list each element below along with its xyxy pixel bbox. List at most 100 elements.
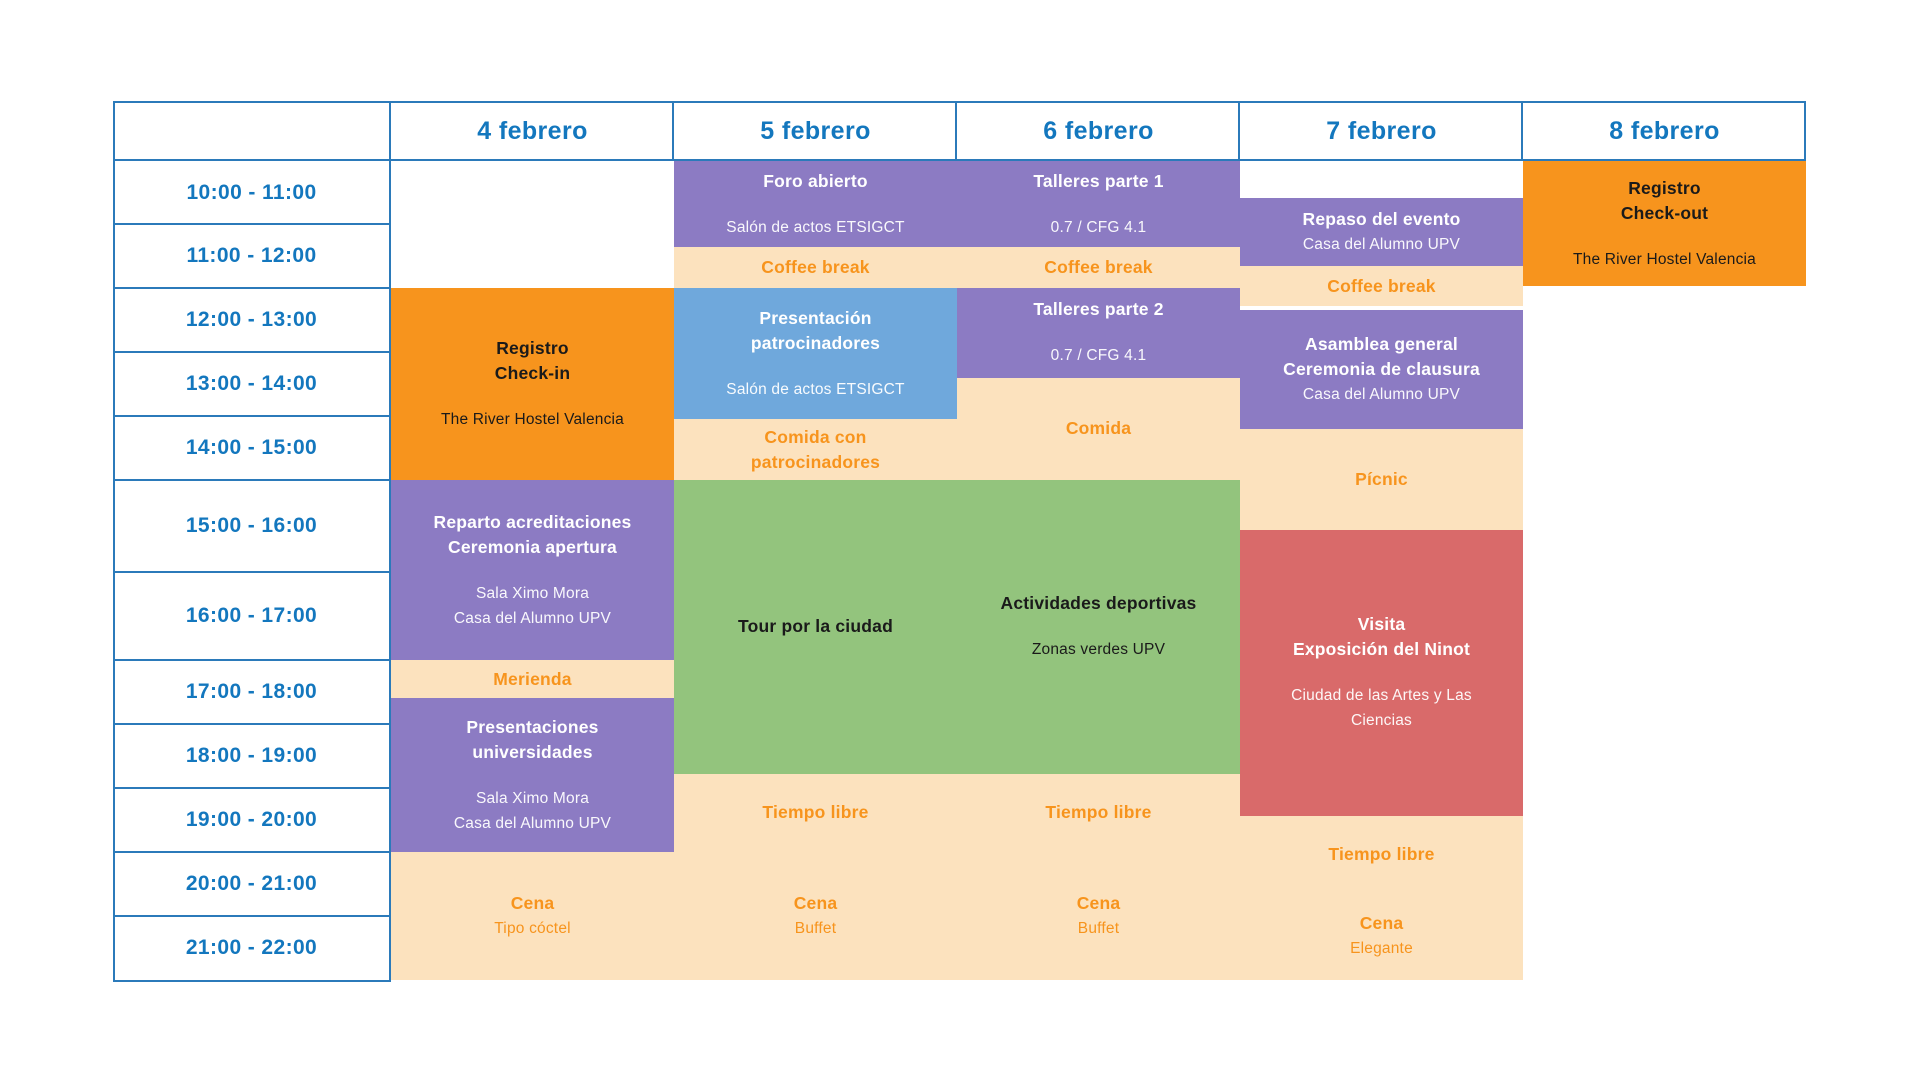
- event-title-line: Asamblea general: [1305, 333, 1458, 354]
- time-slot-10: 20:00 - 21:00: [185, 872, 318, 895]
- event-title-line: Tour por la ciudad: [738, 616, 893, 637]
- grid-line: [1238, 101, 1240, 161]
- grid-line: [113, 659, 391, 661]
- event-subtitle-line: Sala Ximo Mora: [475, 584, 590, 602]
- event-title-line: Reparto acreditaciones: [433, 511, 632, 532]
- event-title-line: Presentación: [759, 307, 872, 328]
- grid-line: [113, 723, 391, 725]
- day-header-5-febrero: 5 febrero: [760, 116, 871, 145]
- event-title-line: Cena: [1076, 893, 1121, 913]
- grid-line: [955, 101, 957, 161]
- event-coffee-break-5-feb[interactable]: Coffee break: [674, 247, 957, 288]
- event-subtitle-line: The River Hostel Valencia: [1572, 250, 1757, 268]
- grid-line: [113, 915, 391, 917]
- event-title-line: patrocinadores: [750, 451, 881, 472]
- event-subtitle-line: Ciudad de las Artes y Las: [1291, 687, 1472, 705]
- day-header-7-febrero: 7 febrero: [1326, 116, 1437, 145]
- event-subtitle-line: Buffet: [794, 920, 837, 937]
- event-title-line: Comida: [1065, 418, 1132, 439]
- event-title-line: Comida con: [764, 426, 867, 447]
- event-subtitle-line: Salón de actos ETSIGCT: [726, 218, 905, 236]
- event-title-line: Ceremonia apertura: [448, 536, 617, 557]
- event-talleres-parte-2[interactable]: Talleres parte 2 0.7 / CFG 4.1: [957, 288, 1240, 378]
- grid-line: [113, 287, 391, 289]
- event-subtitle-line: Buffet: [1077, 920, 1120, 937]
- event-title-line: Cena: [793, 893, 838, 913]
- time-slot-6: 16:00 - 17:00: [185, 604, 318, 627]
- event-title-line: Tiempo libre: [1045, 802, 1152, 823]
- event-subtitle-line: Casa del Alumno UPV: [453, 814, 612, 832]
- event-tour-por-la-ciudad[interactable]: Tour por la ciudad: [674, 480, 957, 774]
- event-picnic[interactable]: Pícnic: [1240, 428, 1523, 530]
- event-title-line: Talleres parte 2: [1033, 299, 1164, 320]
- event-subtitle-line: Zonas verdes UPV: [1031, 641, 1166, 659]
- time-slot-3: 13:00 - 14:00: [185, 372, 318, 395]
- event-title-line: Merienda: [493, 668, 572, 689]
- event-title-line: Talleres parte 1: [1033, 170, 1164, 191]
- grid-line: [113, 787, 391, 789]
- event-title-line: Repaso del evento: [1302, 208, 1461, 229]
- event-title-line: universidades: [472, 741, 593, 762]
- header-cell-empty: [113, 101, 390, 161]
- event-title-line: Foro abierto: [763, 170, 868, 191]
- event-title-line: Pícnic: [1355, 468, 1408, 489]
- event-subtitle-line: Salón de actos ETSIGCT: [726, 380, 905, 398]
- event-title-line: Check-in: [494, 363, 571, 383]
- grid-line: [113, 159, 1806, 161]
- time-slot-4: 14:00 - 15:00: [185, 436, 318, 459]
- event-title-line: Coffee break: [1044, 257, 1153, 277]
- event-subtitle-line: Casa del Alumno UPV: [453, 609, 612, 627]
- grid-line: [113, 851, 391, 853]
- time-slot-5: 15:00 - 16:00: [185, 514, 318, 537]
- grid-line: [113, 980, 391, 982]
- time-slot-2: 12:00 - 13:00: [185, 308, 318, 331]
- event-merienda[interactable]: Merienda: [391, 660, 674, 699]
- time-slot-1: 11:00 - 12:00: [186, 244, 317, 267]
- grid-line: [113, 101, 115, 982]
- grid-line: [672, 101, 674, 161]
- event-subtitle-line: Casa del Alumno UPV: [1302, 385, 1461, 403]
- event-tiempo-libre-6-feb[interactable]: Tiempo libre: [957, 773, 1240, 852]
- event-coffee-break-6-feb[interactable]: Coffee break: [957, 247, 1240, 288]
- time-slot-0: 10:00 - 11:00: [186, 180, 317, 204]
- event-comida[interactable]: Comida: [957, 377, 1240, 480]
- event-title-line: patrocinadores: [750, 332, 881, 353]
- event-subtitle-line: 0.7 / CFG 4.1: [1050, 347, 1147, 365]
- event-title-line: Tiempo libre: [762, 802, 869, 823]
- event-comida-con-patrocinadores[interactable]: Comida con patrocinadores: [674, 419, 957, 480]
- event-title-line: Coffee break: [761, 257, 870, 277]
- event-title-line: Actividades deportivas: [1000, 593, 1197, 614]
- day-header-6-febrero: 6 febrero: [1043, 116, 1154, 145]
- event-subtitle-line: Elegante: [1350, 940, 1413, 958]
- event-subtitle-line: Casa del Alumno UPV: [1302, 235, 1461, 253]
- time-slot-11: 21:00 - 22:00: [185, 936, 318, 959]
- event-subtitle-line: The River Hostel Valencia: [440, 411, 625, 428]
- event-title-line: Tiempo libre: [1328, 844, 1435, 865]
- event-coffee-break-7-feb[interactable]: Coffee break: [1240, 266, 1523, 306]
- grid-line: [1521, 101, 1523, 161]
- day-header-4-febrero: 4 febrero: [477, 116, 588, 145]
- event-tiempo-libre-7-feb[interactable]: Tiempo libre: [1240, 816, 1523, 893]
- grid-line: [389, 101, 391, 982]
- time-slot-9: 19:00 - 20:00: [185, 808, 318, 831]
- event-tiempo-libre-5-feb[interactable]: Tiempo libre: [674, 773, 957, 852]
- time-slot-8: 18:00 - 19:00: [185, 744, 318, 767]
- event-subtitle-line: Tipo cóctel: [494, 920, 571, 937]
- event-subtitle-line: Sala Ximo Mora: [475, 789, 590, 807]
